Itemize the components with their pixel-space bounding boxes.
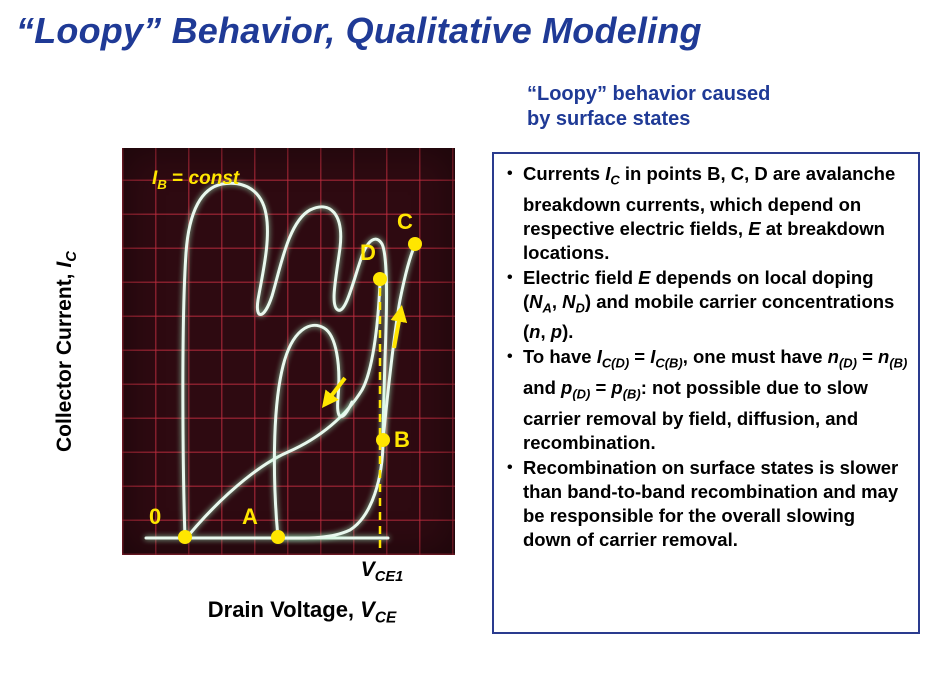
- breakdown-branch-trace: [381, 243, 417, 442]
- point-dot-d: [373, 272, 387, 286]
- x-axis-label: Drain Voltage, VCE: [207, 597, 397, 627]
- point-label-b: B: [394, 427, 410, 452]
- point-dot-c: [408, 237, 422, 251]
- bullet-list: Currents IC in points B, C, D are avalan…: [494, 154, 918, 559]
- scope-traces-svg: 0 A B C D: [144, 181, 422, 552]
- point-label-0: 0: [149, 504, 161, 529]
- point-label-d: D: [360, 240, 376, 265]
- middle-rising-trace: [186, 280, 382, 538]
- point-dot-b: [376, 433, 390, 447]
- up-arrow-icon: [390, 305, 408, 349]
- point-label-a: A: [242, 504, 258, 529]
- bullet-item: Electric field E depends on local doping…: [506, 266, 908, 345]
- page-title: “Loopy” Behavior, Qualitative Modeling: [16, 10, 702, 51]
- explanation-box: Currents IC in points B, C, D are avalan…: [492, 152, 920, 634]
- bullet-item: To have IC(D) = IC(B), one must have n(D…: [506, 345, 908, 454]
- y-axis-label: Collector Current, IC: [52, 251, 80, 452]
- point-label-c: C: [397, 209, 413, 234]
- outer-loop-trace: [181, 181, 389, 540]
- point-dot-a: [271, 530, 285, 544]
- down-left-arrow-icon: [321, 376, 347, 408]
- return-loop-trace: [276, 438, 385, 540]
- inner-loop-trace: [272, 323, 354, 540]
- ib-const-annotation: IB = const: [152, 168, 240, 192]
- bullet-item: Recombination on surface states is slowe…: [506, 456, 908, 552]
- bullet-item: Currents IC in points B, C, D are avalan…: [506, 162, 908, 265]
- point-dot-0: [178, 530, 192, 544]
- y-axis-label-wrap: Collector Current, IC: [44, 148, 88, 555]
- oscilloscope-figure: 0 A B C D IB = const: [122, 148, 455, 555]
- vce1-label: VCE1: [360, 558, 404, 586]
